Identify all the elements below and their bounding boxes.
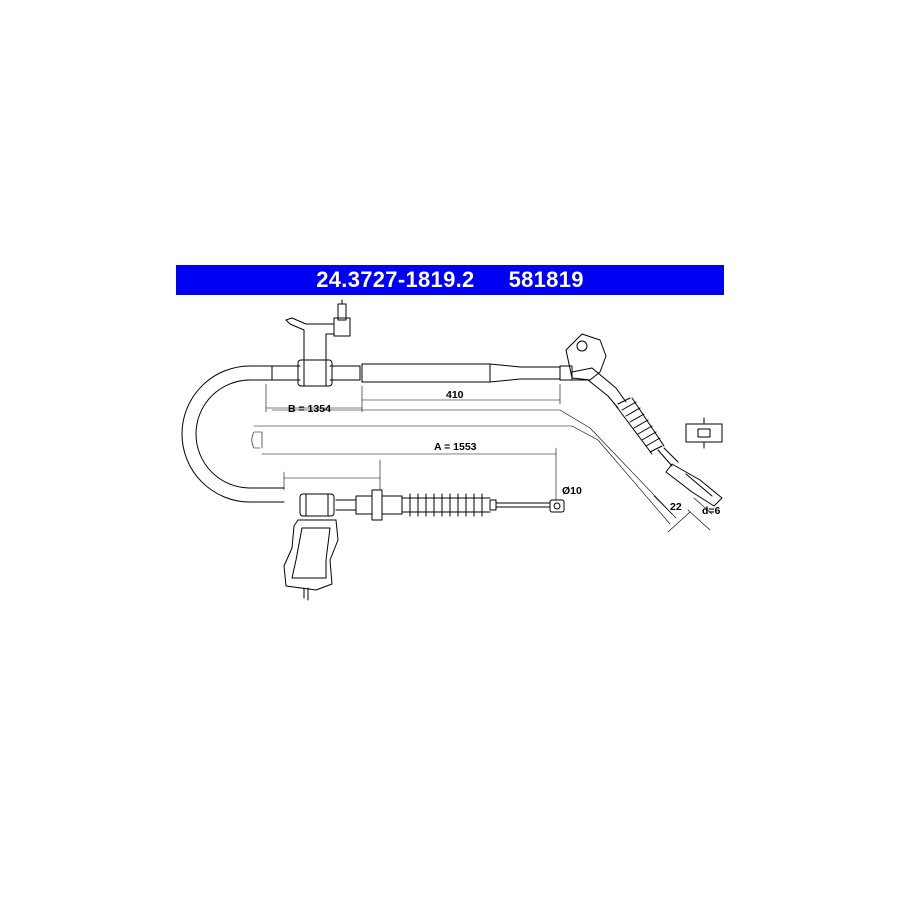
diameter-label: Ø10: [562, 485, 582, 497]
dimension-labels: B = 1354 410 A = 1553 Ø10 22 d=6: [288, 389, 721, 517]
dimension-lines: [251, 383, 713, 533]
lower-clamp: [283, 493, 339, 601]
dimension-410-label: 410: [446, 389, 464, 401]
part-header-bar: 24.3727-1819.2 581819: [176, 265, 724, 295]
dimension-22-label: 22: [670, 501, 682, 513]
detail-symbol: [685, 417, 723, 449]
dimension-b-label: B = 1354: [288, 403, 331, 415]
dimension-d-label: d=6: [702, 505, 721, 517]
lower-cable: [335, 489, 565, 521]
outer-sheath: [181, 363, 573, 503]
reference-number: 581819: [508, 267, 584, 292]
dimension-a-label: A = 1553: [434, 441, 477, 453]
part-number: 24.3727-1819.2: [316, 267, 475, 292]
right-end-fitting: [565, 333, 723, 507]
upper-clamp: [285, 299, 351, 387]
